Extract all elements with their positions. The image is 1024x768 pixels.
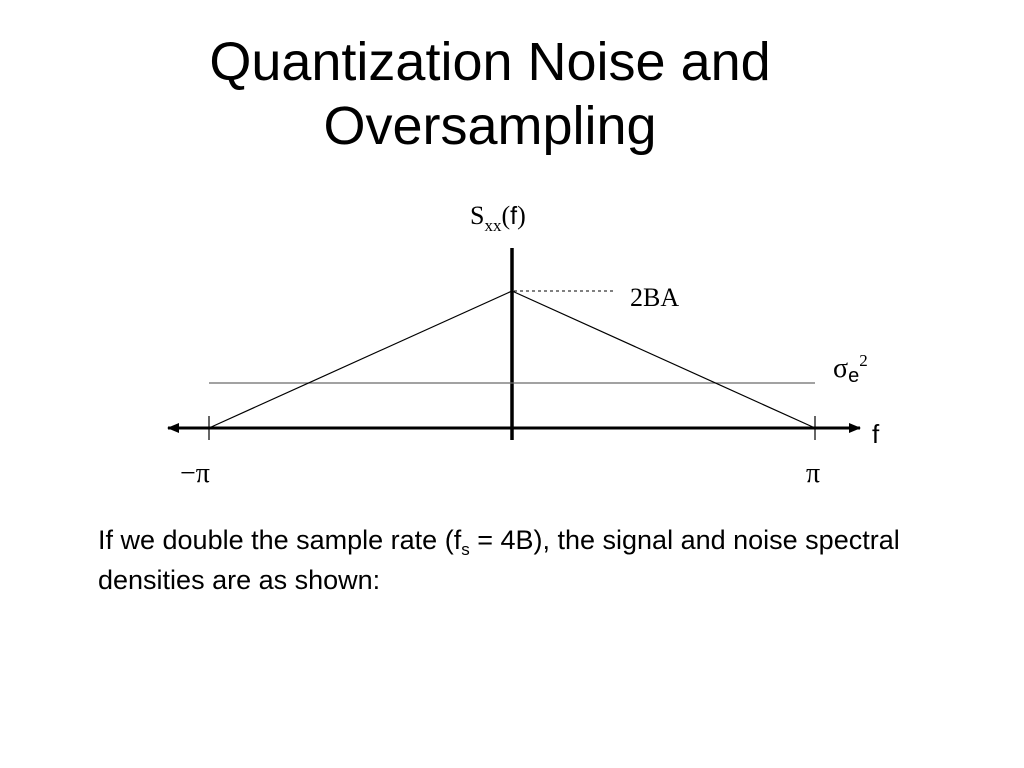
y-axis-label-close-paren: ) [517,201,526,230]
body-paragraph: If we double the sample rate (fs = 4B), … [98,520,928,600]
y-axis-label-base: S [470,201,484,230]
left-tick-label: −π [180,458,210,489]
body-text-subscript: s [461,540,470,559]
noise-label-base: σ [833,353,848,384]
peak-label: 2BA [630,283,679,312]
noise-label-superscript: 2 [859,351,868,370]
y-axis-label-open-paren: ( [501,201,510,230]
slide-title-line1: Quantization Noise and [209,32,771,92]
noise-label-subscript: e [848,365,859,387]
y-axis-label-arg: f [510,202,517,230]
x-axis-label: f [872,419,880,449]
body-text-start: If we double the sample rate (f [98,525,462,555]
right-tick-label: π [806,458,820,489]
y-axis-label: Sxx(f) [470,201,526,235]
body-text-end: = 4B), the signal and noise spectral den… [98,525,900,595]
noise-variance-label: σe2 [833,351,868,387]
signal-spectrum-triangle [208,290,816,429]
slide-title-line2: Oversampling [323,96,657,156]
y-axis-label-subscript: xx [484,216,502,235]
slide-title: Quantization Noise and Oversampling [0,30,980,158]
